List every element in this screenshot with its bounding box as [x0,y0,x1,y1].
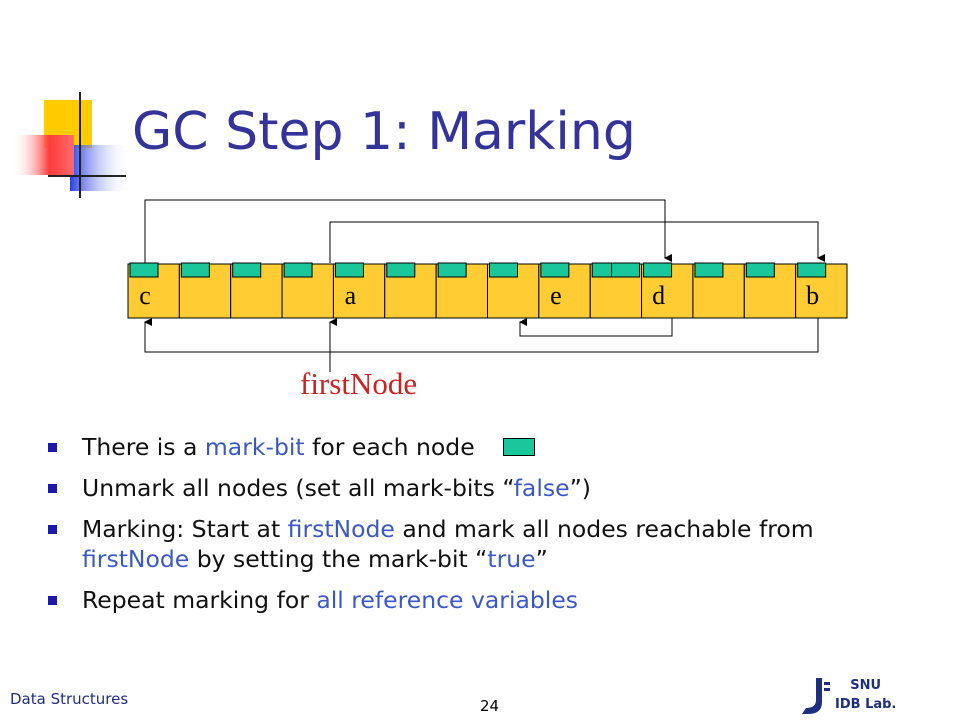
highlight-firstnode: firstNode [287,515,395,543]
mark-bit [643,262,673,278]
node-label: b [806,281,819,310]
memory-cell: d [641,262,694,319]
node-label: e [550,281,562,310]
bullet-item: Unmark all nodes (set all mark-bits “fal… [48,473,928,503]
pointer-arrows [144,199,825,372]
memory-cell [230,262,283,319]
memory-cell: b [795,262,848,319]
mark-bit [745,262,775,278]
page-number: 24 [480,697,500,715]
bullet-text: Repeat marking for [82,586,317,614]
node-label: a [345,281,357,310]
bullet-text: and mark all nodes reachable from [394,515,814,543]
mark-bit [540,262,570,278]
arrow-c-to-d [144,199,672,263]
bullet-text: ”) [569,474,591,502]
bullet-square-icon [48,596,57,605]
memory-cell [743,262,797,319]
mark-bit [437,262,467,278]
mark-bit [694,262,724,278]
mark-bit [334,262,364,278]
mark-bit [180,262,210,278]
mark-bit [232,262,262,278]
memory-cell [178,262,232,319]
highlight-firstnode: firstNode [82,545,190,573]
memory-cell: c [127,262,180,319]
mark-bit [797,262,827,278]
highlight-reference-variables: all reference variables [316,586,579,614]
node-label: d [652,281,665,310]
arrow-a-to-b [329,221,825,263]
memory-cell [589,262,643,319]
bullet-text: by setting the mark-bit “ [189,545,488,573]
mark-bit [283,262,313,278]
arrow-b-to-c [144,318,819,353]
bullet-text: Unmark all nodes (set all mark-bits “ [82,474,514,502]
memory-cell [487,262,540,319]
arrow-d-to-e [519,318,673,337]
first-node-label: firstNode [300,366,418,401]
bullet-square-icon [48,525,57,534]
mark-bit [386,262,416,278]
logo-line-lab: IDB Lab. [835,697,897,712]
bullet-square-icon [48,443,57,452]
bullet-item: There is a mark-bit for each node [48,432,928,462]
memory-cell: a [332,262,386,319]
bullet-text: for each node [304,433,475,461]
deco-red-square [12,135,74,175]
page-title: GC Step 1: Marking [132,102,636,162]
highlight-mark-bit: mark-bit [204,433,305,461]
bullet-text: Marking: Start at [82,515,288,543]
mark-bit-icon [502,437,535,456]
bullet-text: ” [535,545,548,573]
memory-cell [384,262,437,319]
node-label: c [139,281,151,310]
bullet-list: There is a mark-bit for each node Unmark… [48,432,928,626]
course-name: Data Structures [10,690,129,708]
memory-cell [435,262,488,319]
mark-bit [611,262,641,278]
logo-line-snu: SNU [850,678,882,693]
highlight-false: false [513,474,570,502]
mark-bit [129,262,159,278]
title-decoration [12,92,130,198]
bullet-text: There is a [82,433,205,461]
bullet-item: Marking: Start at firstNode and mark all… [48,514,928,574]
bullet-square-icon [48,484,57,493]
lab-logo-text: SNU IDB Lab. [835,676,896,714]
memory-cell [281,262,334,319]
memory-cell: e [538,262,591,319]
highlight-true: true [487,545,536,573]
memory-cell [692,262,745,319]
snu-logo-icon [802,678,830,714]
mark-bit [489,262,518,278]
bullet-item: Repeat marking for all reference variabl… [48,585,928,615]
